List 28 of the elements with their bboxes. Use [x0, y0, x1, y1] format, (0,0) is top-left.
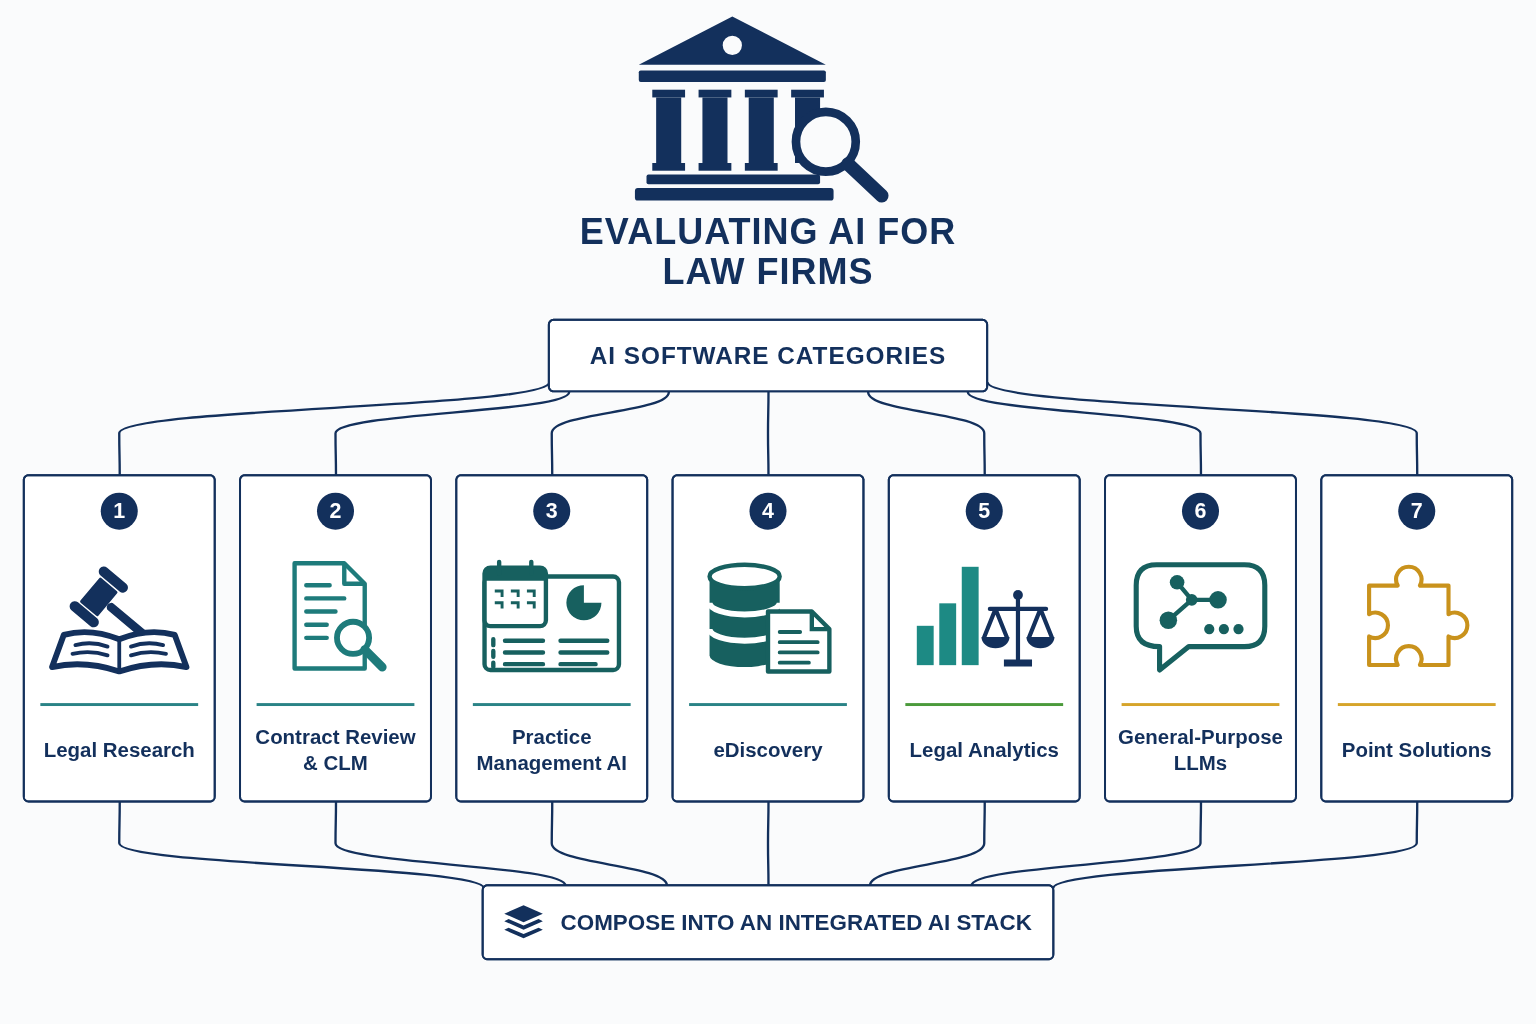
diagram-title: EVALUATING AI FOR LAW FIRMS — [578, 212, 958, 293]
connector-line — [118, 381, 550, 476]
category-label: Legal Research — [42, 737, 196, 763]
connector-line — [868, 801, 986, 887]
connector-line — [766, 801, 770, 886]
connector-line — [334, 801, 567, 887]
stack-box — [481, 884, 1055, 961]
connector-line — [550, 391, 670, 476]
connector-line — [1052, 801, 1419, 890]
category-label: Legal Analytics — [908, 737, 1060, 763]
category-label: eDiscovery — [712, 737, 824, 763]
connector-line — [118, 801, 485, 890]
connector-line — [867, 391, 986, 476]
connector-line — [550, 801, 669, 887]
category-label: Contract Review & CLM — [254, 724, 417, 777]
connector-line — [987, 381, 1419, 476]
connector-line — [966, 391, 1203, 476]
category-card — [1320, 474, 1514, 803]
category-label: General-Purpose LLMs — [1117, 724, 1284, 777]
connector-line — [766, 391, 770, 476]
category-label: Point Solutions — [1340, 737, 1493, 763]
category-card — [887, 474, 1081, 803]
connector-line — [970, 801, 1203, 887]
header-box — [547, 318, 989, 393]
connector-line — [334, 391, 571, 476]
stack-label: COMPOSE INTO AN INTEGRATED AI STACK — [560, 908, 1033, 937]
category-label: Practice Management AI — [475, 724, 628, 777]
header-label: AI SOFTWARE CATEGORIES — [588, 340, 948, 371]
